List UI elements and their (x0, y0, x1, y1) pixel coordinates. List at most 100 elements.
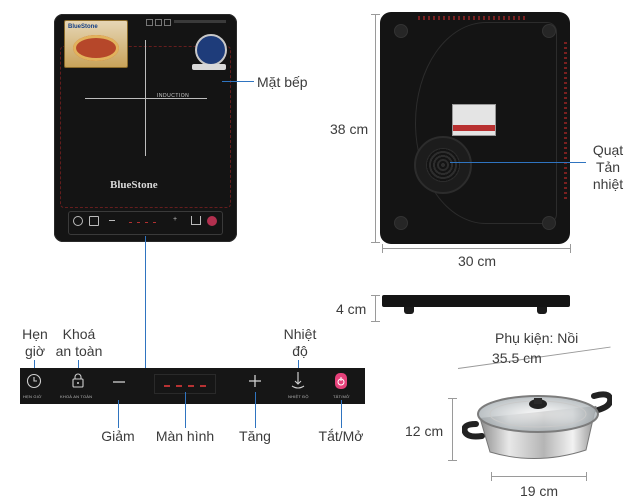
display (154, 374, 216, 394)
vent-right (564, 42, 567, 202)
power-icon (207, 216, 217, 226)
dimension-cap (491, 472, 492, 481)
dimension-cap (586, 472, 587, 481)
panel-text-temp: NHIỆT ĐỘ (288, 394, 309, 399)
leader-line (185, 392, 186, 428)
label-timer: Hẹn giờ (18, 326, 52, 360)
label-timer-line2: giờ (24, 343, 46, 359)
label-lock: Khoá an toàn (54, 326, 104, 360)
label-pot-base: 19 cm (519, 483, 559, 499)
leader-line (78, 360, 79, 368)
label-temperature-line1: Nhiệt (283, 326, 317, 342)
label-temperature: Nhiệt độ (280, 326, 320, 360)
warning-icon (164, 19, 171, 26)
leader-line (255, 392, 256, 428)
dimension-line (382, 248, 570, 249)
minus-icon (109, 220, 115, 221)
leader-line (145, 236, 146, 370)
label-width: 30 cm (457, 253, 497, 269)
dimension-cap (371, 14, 380, 15)
display-segment (153, 222, 156, 223)
clock-icon (73, 216, 83, 226)
label-increase: Tăng (239, 428, 271, 444)
dimension-cap (382, 244, 383, 253)
hotpot-accessory (462, 391, 612, 459)
panel-text-timer: HẸN GIỜ (23, 394, 42, 399)
control-panel: HẸN GIỜ KHOÁ AN TOÀN NHIỆT ĐỘ TẮT/MỞ (20, 368, 365, 404)
control-strip-mini: + (68, 211, 223, 235)
display-segment (145, 222, 148, 223)
panel-text-lock: KHOÁ AN TOÀN (60, 394, 93, 399)
dimension-line (452, 398, 453, 460)
leader-line (222, 81, 254, 82)
cooktop-side-profile (382, 295, 570, 314)
label-pot-width: 35.5 cm (492, 350, 542, 366)
rubber-foot (394, 216, 408, 230)
rubber-foot (394, 24, 408, 38)
thermometer-icon (191, 216, 201, 225)
product-sticker: BlueStone (64, 20, 128, 68)
label-lock-line2: an toàn (55, 343, 103, 359)
badge-label (192, 64, 226, 70)
cooling-fan (414, 136, 472, 194)
profile-foot (537, 307, 547, 314)
food-photo (73, 35, 119, 61)
spec-label-stripe (453, 125, 495, 131)
dimension-line (375, 295, 376, 321)
dimension-cap (371, 242, 380, 243)
lock-icon[interactable] (70, 372, 86, 389)
dimension-line (375, 14, 376, 242)
quality-badge (195, 34, 227, 66)
label-lock-line1: Khoá (62, 326, 96, 342)
profile-foot (404, 307, 414, 314)
warning-icon (155, 19, 162, 26)
label-on-off: Tắt/Mở (318, 428, 364, 444)
label-height: 38 cm (330, 121, 369, 137)
housing-contour (415, 22, 557, 224)
label-thickness: 4 cm (336, 301, 367, 317)
dimension-cap (448, 460, 457, 461)
fan-grill (426, 148, 460, 182)
label-decrease: Giảm (101, 428, 135, 444)
label-fan-line3: nhiệt (592, 176, 624, 192)
label-fan-line1: Quạt (592, 142, 624, 158)
thermometer-icon[interactable] (290, 371, 306, 391)
induction-text: INDUCTION (157, 93, 190, 99)
leader-line (450, 162, 586, 163)
label-display: Màn hình (155, 428, 215, 444)
power-icon[interactable] (333, 372, 349, 390)
cooktop-bottom-view (380, 12, 570, 244)
cooktop-top-view: BlueStone INDUCTION BlueStone + (54, 14, 237, 242)
display-segment (137, 222, 140, 223)
leader-line (341, 400, 342, 428)
display-segment (129, 222, 132, 223)
rubber-foot (542, 216, 556, 230)
leader-line (298, 360, 299, 368)
dimension-line (491, 476, 587, 477)
clock-icon[interactable] (26, 373, 42, 389)
label-temperature-line2: độ (292, 343, 308, 359)
label-fan: Quạt Tản nhiệt (586, 142, 630, 193)
warning-text (174, 20, 226, 23)
label-fan-line2: Tản (595, 159, 621, 175)
brand-logo: BlueStone (110, 179, 158, 191)
panel-text-power: TẮT/MỞ (333, 394, 350, 399)
warning-icon (146, 19, 153, 26)
label-mat-bep: Mặt bếp (257, 74, 308, 90)
spec-label (452, 104, 496, 136)
leader-line (118, 400, 119, 428)
dimension-cap (371, 295, 380, 296)
dimension-cap (570, 244, 571, 253)
label-timer-line1: Hẹn (22, 326, 48, 342)
label-accessory: Phụ kiện: Nồi (495, 330, 579, 346)
rubber-foot (542, 24, 556, 38)
sticker-brand: BlueStone (68, 24, 98, 30)
dimension-cap (448, 398, 457, 399)
center-mark-horizontal (85, 98, 207, 99)
plus-icon[interactable] (248, 374, 262, 388)
label-pot-height: 12 cm (405, 423, 444, 439)
minus-icon[interactable] (112, 375, 126, 389)
dimension-cap (371, 321, 380, 322)
leader-line (34, 360, 35, 368)
plus-icon: + (173, 216, 178, 223)
